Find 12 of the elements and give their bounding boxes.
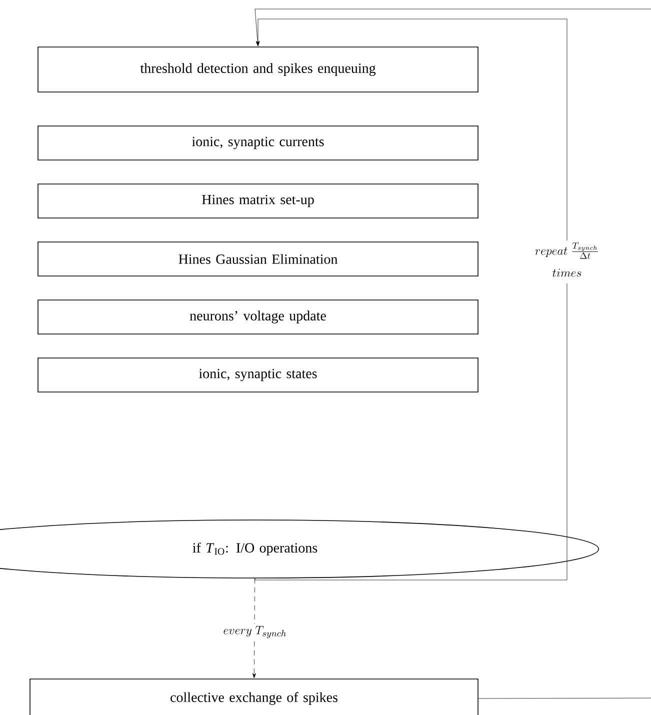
process-box: ionic, synaptic currents <box>38 126 478 160</box>
process-box: ionic, synaptic states <box>38 358 478 392</box>
process-box: neurons’ voltage update <box>38 300 478 334</box>
arrow <box>252 578 256 678</box>
process-box: threshold detection and spikes enqueuing <box>38 46 478 92</box>
process-box: collective exchange of spikes <box>30 678 478 715</box>
edge-label: $every\ T_{synch}$ <box>221 624 289 640</box>
process-box: Hines Gaussian Elimination <box>38 242 478 276</box>
arrow <box>254 18 568 580</box>
arrow <box>254 8 651 699</box>
edge-label: $\begin{array}{c}repeat\ \frac{T_{synch}}{\Delta t}\\[6pt] times\end{array}$ <box>528 240 606 284</box>
process-box: Hines matrix set-up <box>38 184 478 218</box>
